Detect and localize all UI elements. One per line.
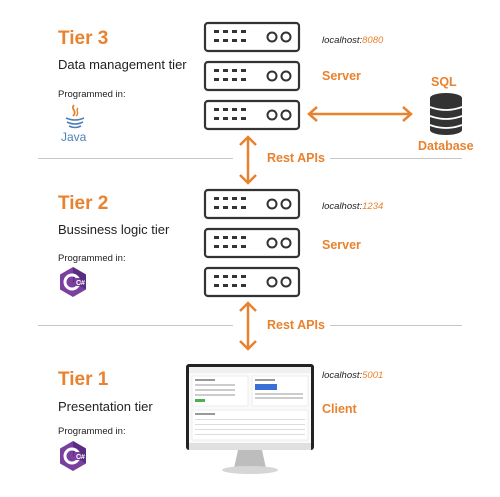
double-arrow-icon — [239, 301, 257, 351]
java-logo-icon: Java — [61, 104, 87, 144]
db-double-arrow-icon — [307, 106, 413, 122]
server-icon — [203, 21, 301, 53]
server-icon — [203, 188, 301, 220]
tier-3-programmed-label: Programmed in: — [58, 89, 126, 100]
server-icon — [203, 99, 301, 131]
tier-3-host: localhost:8080 — [322, 35, 384, 46]
rest-api-label-1: Rest APIs — [263, 151, 329, 165]
tier-1-programmed-label: Programmed in: — [58, 426, 126, 437]
csharp-logo-icon: C# — [60, 267, 86, 297]
tier-2-role-label: Server — [322, 238, 361, 252]
csharp-logo-text: C# — [76, 454, 85, 461]
tier-1-host: localhost:5001 — [322, 370, 384, 381]
server-icon — [203, 227, 301, 259]
divider-left-2 — [38, 325, 233, 326]
tier-3-title: Tier 3 — [58, 28, 109, 49]
database-label: Database — [418, 139, 474, 153]
server-icon — [203, 266, 301, 298]
database-sql-label: SQL — [431, 75, 457, 89]
tier-1-title: Tier 1 — [58, 369, 109, 390]
divider-right-1 — [330, 158, 462, 159]
tier-2-subtitle: Bussiness logic tier — [58, 222, 170, 237]
tier-1-subtitle: Presentation tier — [58, 399, 153, 414]
tier-2-host: localhost:1234 — [322, 201, 384, 212]
tier-2-title: Tier 2 — [58, 193, 109, 214]
double-arrow-icon — [239, 135, 257, 185]
tier-2-server-stack — [203, 188, 301, 298]
java-logo-text: Java — [61, 130, 87, 144]
tier-2-programmed-label: Programmed in: — [58, 253, 126, 264]
tier-3-role-label: Server — [322, 69, 361, 83]
csharp-logo-text: C# — [76, 280, 85, 287]
tier-3-subtitle: Data management tier — [58, 57, 187, 72]
rest-api-label-2: Rest APIs — [263, 318, 329, 332]
monitor-icon — [186, 364, 314, 474]
server-icon — [203, 60, 301, 92]
divider-right-2 — [330, 325, 462, 326]
tier-1-role-label: Client — [322, 402, 357, 416]
csharp-logo-icon: C# — [60, 441, 86, 471]
divider-left-1 — [38, 158, 233, 159]
tier-3-server-stack — [203, 21, 301, 131]
database-icon — [429, 93, 463, 135]
